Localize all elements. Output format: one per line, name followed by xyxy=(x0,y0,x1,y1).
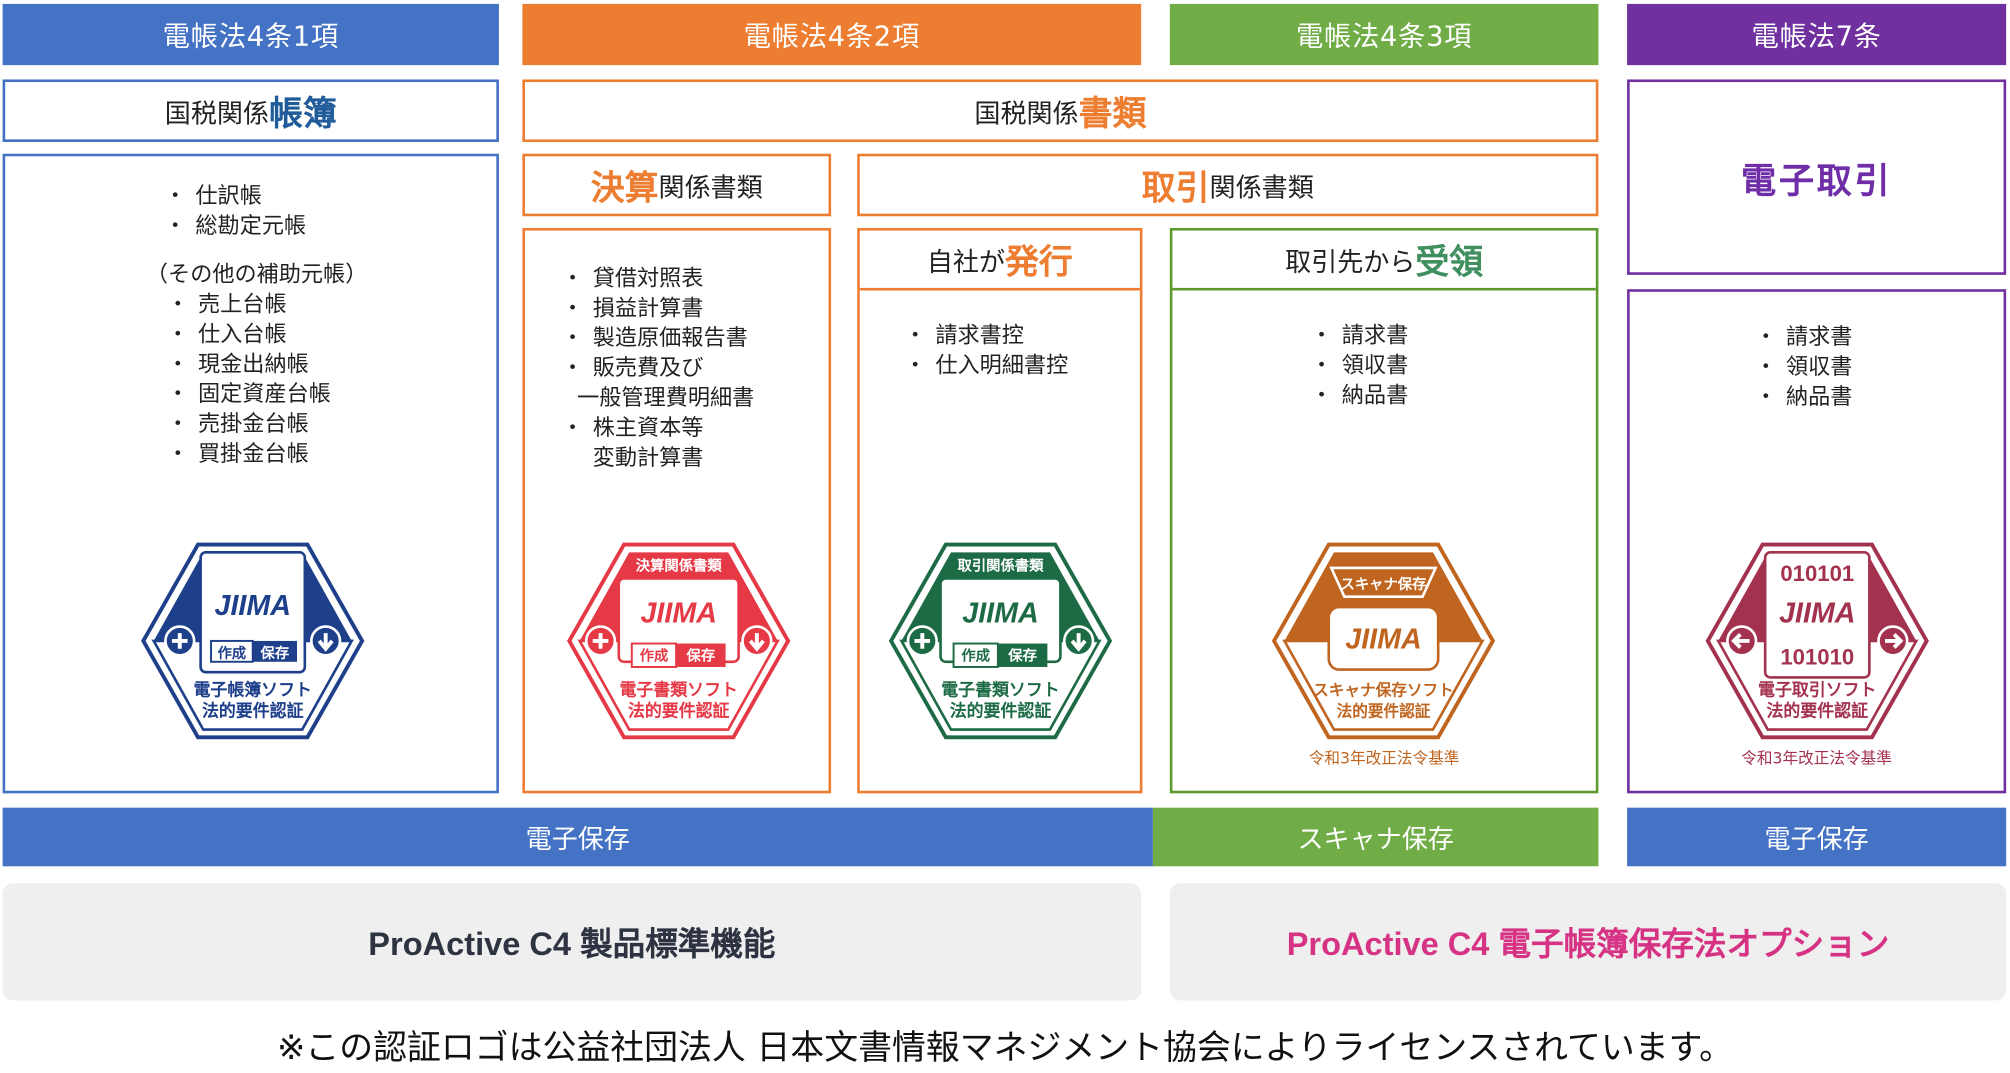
jiima-transaction-documents-logo: 取引関係書類 JIIMA 作成 保存 電子書類ソフト 法的要件認証 xyxy=(888,542,1113,740)
category-prefix: 国税関係 xyxy=(974,97,1079,129)
list-item: 一般管理費明細書 xyxy=(577,385,755,412)
list-item: ・総勘定元帳 xyxy=(164,213,307,240)
svg-text:電子取引ソフト: 電子取引ソフト xyxy=(1758,680,1876,700)
books-list-panel: ・仕訳帳 ・総勘定元帳 （その他の補助元帳） ・売上台帳 ・仕入台帳 ・現金出納… xyxy=(2,153,499,794)
heading-prefix: 自社が xyxy=(926,245,1006,277)
issued-list: ・請求書控 ・仕入明細書控 xyxy=(904,322,1068,382)
received-list: ・請求書 ・領収書 ・納品書 xyxy=(1311,322,1409,412)
list-item: ・買掛金台帳 xyxy=(166,441,309,468)
jiima-electronic-transaction-logo: 010101 JIIMA 101010 電子取引ソフト 法的要件認証 xyxy=(1705,542,1929,740)
svg-text:保存: 保存 xyxy=(260,644,290,662)
svg-text:JIIMA: JIIMA xyxy=(1779,598,1855,630)
svg-text:法的要件認証: 法的要件認証 xyxy=(950,700,1052,720)
list-item: ・納品書 xyxy=(1310,382,1409,410)
header-article-4-1: 電帳法4条1項 xyxy=(2,3,499,66)
category-electronic-transactions: 電子取引 xyxy=(1627,79,2007,275)
category-prefix: 国税関係 xyxy=(164,97,269,129)
svg-text:電子帳簿ソフト: 電子帳簿ソフト xyxy=(193,680,311,700)
svg-text:JIIMA: JIIMA xyxy=(1345,624,1421,656)
books-sub-list: ・売上台帳 ・仕入台帳 ・現金出納帳 ・固定資産台帳 ・売掛金台帳 ・買掛金台帳 xyxy=(167,291,331,471)
svg-text:決算関係書類: 決算関係書類 xyxy=(636,557,723,575)
revision-standard-note: 令和3年改正法令基準 xyxy=(1741,749,1892,768)
svg-text:101010: 101010 xyxy=(1780,644,1854,669)
storage-bar-electronic-transactions: 電子保存 xyxy=(1627,807,2007,867)
svg-text:保存: 保存 xyxy=(1007,646,1037,664)
category-highlight: 書類 xyxy=(1078,94,1147,134)
svg-text:作成: 作成 xyxy=(961,646,990,664)
svg-text:作成: 作成 xyxy=(218,644,247,662)
header-article-4-2: 電帳法4条2項 xyxy=(522,3,1142,66)
header-article-4-3: 電帳法4条3項 xyxy=(1169,3,1599,66)
list-item: ・仕訳帳 xyxy=(164,183,262,210)
list-item: ・売掛金台帳 xyxy=(166,411,309,438)
issued-heading: 自社が発行 xyxy=(859,231,1140,291)
list-item: ・損益計算書 xyxy=(561,295,704,322)
license-footnote: ※この認証ロゴは公益社団法人 日本文書情報マネジメント協会によりライセンスされて… xyxy=(277,1029,1733,1069)
list-item: 変動計算書 xyxy=(592,445,704,472)
category-tax-books: 国税関係帳簿 xyxy=(2,79,499,142)
list-item: ・製造原価報告書 xyxy=(561,325,748,352)
svg-text:法的要件認証: 法的要件認証 xyxy=(202,700,304,720)
list-item: ・貸借対照表 xyxy=(561,265,704,292)
heading-highlight: 発行 xyxy=(1005,242,1073,283)
svg-text:電子書類ソフト: 電子書類ソフト xyxy=(941,680,1059,700)
issued-documents-panel: 自社が発行 ・請求書控 ・仕入明細書控 取引関係書類 JIIMA 作成 保存 xyxy=(857,227,1143,794)
svg-text:作成: 作成 xyxy=(640,646,669,664)
svg-text:法的要件認証: 法的要件認証 xyxy=(628,700,730,720)
header-article-7: 電帳法7条 xyxy=(1627,3,2007,66)
svg-text:スキャナ保存: スキャナ保存 xyxy=(1341,575,1427,593)
transaction-documents-heading: 取引関係書類 xyxy=(857,153,1599,217)
heading-suffix: 関係書類 xyxy=(658,171,763,203)
category-label: 電子取引 xyxy=(1741,160,1893,202)
product-e-book-option: ProActive C4 電子帳簿保存法オプション xyxy=(1169,883,2007,1001)
list-item: ・固定資産台帳 xyxy=(166,381,331,408)
list-item: ・請求書 xyxy=(1754,324,1853,351)
sub-ledger-heading: （その他の補助元帳） xyxy=(145,261,368,288)
heading-highlight: 取引 xyxy=(1141,168,1210,208)
category-tax-documents: 国税関係書類 xyxy=(522,79,1599,142)
heading-highlight: 受領 xyxy=(1415,242,1484,283)
settlement-documents-heading: 決算関係書類 xyxy=(522,153,832,217)
jiima-settlement-documents-logo: 決算関係書類 JIIMA 作成 保存 電子書類ソフト 法的要件認証 xyxy=(567,542,791,740)
heading-suffix: 関係書類 xyxy=(1209,171,1314,203)
received-documents-panel: 取引先から受領 ・請求書 ・領収書 ・納品書 スキャナ保存 JIIMA スキャナ… xyxy=(1169,227,1599,794)
list-item: ・現金出納帳 xyxy=(166,351,309,378)
svg-text:法的要件認証: 法的要件認証 xyxy=(1767,700,1869,720)
list-item: ・領収書 xyxy=(1310,353,1409,380)
list-item: ・株主資本等 xyxy=(561,415,704,442)
electronic-list: ・請求書 ・領収書 ・納品書 xyxy=(1755,323,1853,413)
list-item: ・納品書 xyxy=(1754,384,1853,411)
svg-text:JIIMA: JIIMA xyxy=(215,590,291,622)
svg-text:010101: 010101 xyxy=(1780,561,1854,586)
svg-text:スキャナ保存ソフト: スキャナ保存ソフト xyxy=(1313,681,1454,700)
list-item: ・仕入台帳 xyxy=(166,321,287,348)
received-heading: 取引先から受領 xyxy=(1172,231,1596,291)
svg-text:JIIMA: JIIMA xyxy=(641,598,717,630)
list-item: ・売上台帳 xyxy=(166,291,287,318)
jiima-scanner-storage-logo: スキャナ保存 JIIMA スキャナ保存ソフト 法的要件認証 xyxy=(1271,542,1496,740)
heading-prefix: 取引先から xyxy=(1285,245,1416,277)
settlement-list-panel: ・貸借対照表 ・損益計算書 ・製造原価報告書 ・販売費及び 一般管理費明細書 ・… xyxy=(522,227,832,794)
svg-text:取引関係書類: 取引関係書類 xyxy=(958,557,1045,575)
list-item: ・仕入明細書控 xyxy=(904,353,1069,380)
revision-standard-note: 令和3年改正法令基準 xyxy=(1308,749,1460,768)
list-item: ・請求書控 xyxy=(904,323,1024,350)
svg-text:保存: 保存 xyxy=(686,646,716,664)
jiima-ledger-software-logo: JIIMA 作成 保存 電子帳簿ソフト 法的要件認証 xyxy=(141,542,365,740)
books-main-list: ・仕訳帳 ・総勘定元帳 xyxy=(164,182,306,242)
storage-bar-scanner: スキャナ保存 xyxy=(1152,807,1599,867)
heading-highlight: 決算 xyxy=(590,168,659,208)
svg-text:法的要件認証: 法的要件認証 xyxy=(1337,701,1431,720)
svg-text:電子書類ソフト: 電子書類ソフト xyxy=(619,680,737,700)
electronic-transactions-panel: ・請求書 ・領収書 ・納品書 010101 JIIMA 101010 電子取引ソ… xyxy=(1627,289,2007,794)
category-highlight: 帳簿 xyxy=(268,94,337,134)
list-item: ・販売費及び xyxy=(561,355,704,382)
settlement-list: ・貸借対照表 ・損益計算書 ・製造原価報告書 ・販売費及び 一般管理費明細書 ・… xyxy=(561,264,754,474)
list-item: ・請求書 xyxy=(1310,323,1409,350)
list-item: ・領収書 xyxy=(1754,354,1853,381)
svg-text:JIIMA: JIIMA xyxy=(962,598,1038,630)
storage-bar-electronic: 電子保存 xyxy=(2,807,1153,867)
product-standard-features: ProActive C4 製品標準機能 xyxy=(2,883,1142,1001)
